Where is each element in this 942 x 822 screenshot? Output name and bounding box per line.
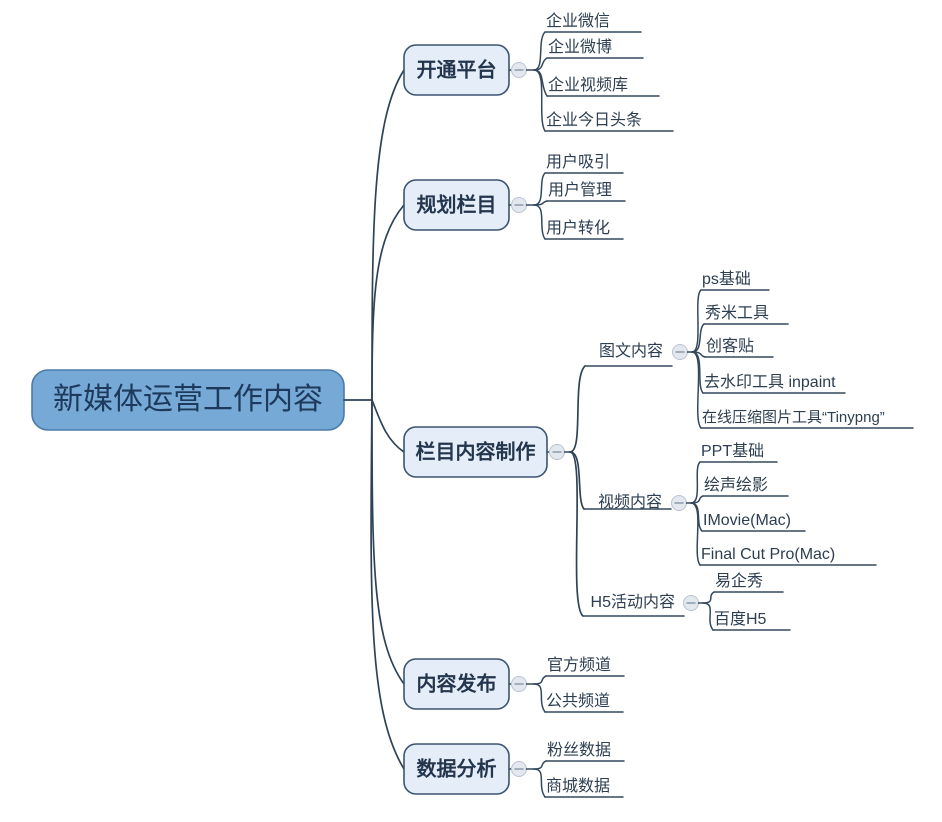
leaf-graphic-text-2[interactable]: 创客贴 [704, 337, 774, 358]
link-h5-leaf-1 [702, 602, 714, 631]
leaf-data-analysis-1[interactable]: 商城数据 [544, 777, 624, 798]
link-cp-leaf-1 [533, 683, 546, 713]
leaf-graphic-text-3[interactable]: 去水印工具 inpaint [702, 373, 846, 394]
leaf-label: 去水印工具 inpaint [704, 373, 836, 391]
link-da-leaf-0 [533, 760, 547, 770]
leaf-video-3[interactable]: Final Cut Pro(Mac) [699, 546, 877, 566]
root-node[interactable]: 新媒体运营工作内容 [31, 369, 345, 431]
link-pc-leaf-1 [533, 200, 548, 206]
leaf-graphic-text-1[interactable]: 秀米工具 [703, 304, 789, 325]
leaf-label: 企业微信 [546, 12, 610, 30]
toggle-data-analysis[interactable] [508, 761, 535, 777]
leaf-plan-columns-1[interactable]: 用户管理 [546, 181, 626, 202]
toggle-h5-activity-content[interactable] [683, 595, 704, 611]
subgroup-graphic-text-content[interactable]: 图文内容 [584, 342, 673, 367]
leaf-label: 企业今日头条 [546, 111, 642, 129]
leaf-label: 在线压缩图片工具“Tinypng” [702, 409, 885, 426]
leaf-label: IMovie(Mac) [703, 512, 791, 529]
leaf-open-platform-3[interactable]: 企业今日头条 [544, 111, 674, 132]
link-op-leaf-0 [533, 31, 546, 71]
branch-column-content-production[interactable]: 栏目内容制作 [403, 426, 548, 478]
leaf-label: 商城数据 [546, 777, 610, 795]
link-root-to-content-publishing [371, 399, 405, 685]
link-h5-leaf-0 [702, 591, 715, 604]
leaf-label: 用户转化 [546, 219, 610, 237]
branch-open-platform-label: 开通平台 [417, 57, 497, 81]
link-root-to-open-platform [371, 69, 405, 401]
link-ccp-to-graphic-text [569, 365, 586, 453]
leaf-open-platform-1[interactable]: 企业微博 [546, 38, 644, 59]
leaf-label: 绘声绘影 [704, 476, 768, 494]
leaf-video-1[interactable]: 绘声绘影 [702, 476, 789, 497]
link-gtc-leaf-4 [691, 351, 702, 429]
leaf-label: 百度H5 [714, 610, 767, 628]
leaf-label: 粉丝数据 [547, 741, 611, 759]
link-root-to-plan-columns [371, 204, 405, 401]
toggle-graphic-text-content[interactable] [672, 344, 693, 360]
branch-content-publishing[interactable]: 内容发布 [403, 658, 510, 710]
leaf-label: 易企秀 [715, 572, 763, 590]
toggle-open-platform[interactable] [508, 62, 535, 78]
toggle-column-content-production[interactable] [546, 444, 571, 460]
leaf-label: 用户管理 [548, 181, 612, 199]
leaf-h5-0[interactable]: 易企秀 [713, 572, 784, 593]
subgroup-h5-activity-content-label: H5活动内容 [591, 593, 675, 611]
link-pc-leaf-0 [533, 172, 546, 206]
branch-data-analysis[interactable]: 数据分析 [403, 743, 510, 795]
leaf-content-publishing-1[interactable]: 公共频道 [544, 692, 624, 713]
branch-content-publishing-label: 内容发布 [417, 671, 497, 695]
leaf-video-0[interactable]: PPT基础 [699, 442, 778, 463]
root-node-label: 新媒体运营工作内容 [53, 383, 323, 416]
subgroup-h5-activity-content[interactable]: H5活动内容 [582, 593, 685, 617]
leaf-content-publishing-0[interactable]: 官方频道 [545, 656, 625, 677]
leaf-graphic-text-0[interactable]: ps基础 [700, 270, 770, 291]
toggle-plan-columns[interactable] [508, 197, 535, 213]
leaf-graphic-text-4[interactable]: 在线压缩图片工具“Tinypng” [700, 409, 914, 429]
leaf-label: 创客贴 [706, 337, 754, 355]
branch-open-platform[interactable]: 开通平台 [403, 44, 510, 96]
link-op-leaf-2 [533, 69, 548, 97]
link-pc-leaf-2 [533, 204, 546, 240]
link-root-to-data-analysis [370, 399, 405, 770]
subgroup-video-content-label: 视频内容 [598, 493, 662, 511]
leaf-label: 企业微博 [548, 38, 612, 56]
toggle-content-publishing[interactable] [508, 676, 535, 692]
subgroup-graphic-text-content-label: 图文内容 [599, 342, 663, 360]
link-ccp-to-h5 [569, 451, 584, 617]
leaf-open-platform-0[interactable]: 企业微信 [544, 12, 642, 33]
leaf-open-platform-2[interactable]: 企业视频库 [546, 76, 660, 97]
leaf-label: 官方频道 [547, 656, 611, 674]
toggle-video-content[interactable] [671, 495, 692, 511]
link-op-leaf-3 [533, 69, 546, 132]
leaf-label: 企业视频库 [548, 76, 628, 94]
leaf-video-2[interactable]: IMovie(Mac) [701, 512, 806, 532]
leaf-label: Final Cut Pro(Mac) [701, 546, 835, 563]
branch-plan-columns[interactable]: 规划栏目 [403, 179, 510, 231]
leaf-data-analysis-0[interactable]: 粉丝数据 [545, 741, 625, 762]
branch-plan-columns-label: 规划栏目 [417, 192, 497, 216]
link-root-to-column-content [371, 399, 405, 453]
branch-column-content-production-label: 栏目内容制作 [416, 439, 536, 463]
leaf-label: ps基础 [702, 270, 751, 288]
branch-data-analysis-label: 数据分析 [417, 756, 497, 780]
leaf-label: 用户吸引 [546, 153, 610, 171]
link-da-leaf-1 [533, 768, 546, 798]
leaf-h5-1[interactable]: 百度H5 [712, 610, 791, 631]
leaf-plan-columns-0[interactable]: 用户吸引 [544, 153, 624, 174]
leaf-label: PPT基础 [701, 442, 764, 460]
link-vc-leaf-0 [690, 461, 701, 504]
leaf-label: 秀米工具 [705, 304, 769, 322]
leaf-label: 公共频道 [546, 692, 610, 710]
link-gtc-leaf-0 [691, 289, 702, 353]
subgroup-video-content[interactable]: 视频内容 [583, 493, 672, 511]
leaf-plan-columns-2[interactable]: 用户转化 [544, 219, 624, 240]
link-vc-leaf-3 [690, 502, 701, 566]
link-cp-leaf-0 [533, 675, 547, 685]
